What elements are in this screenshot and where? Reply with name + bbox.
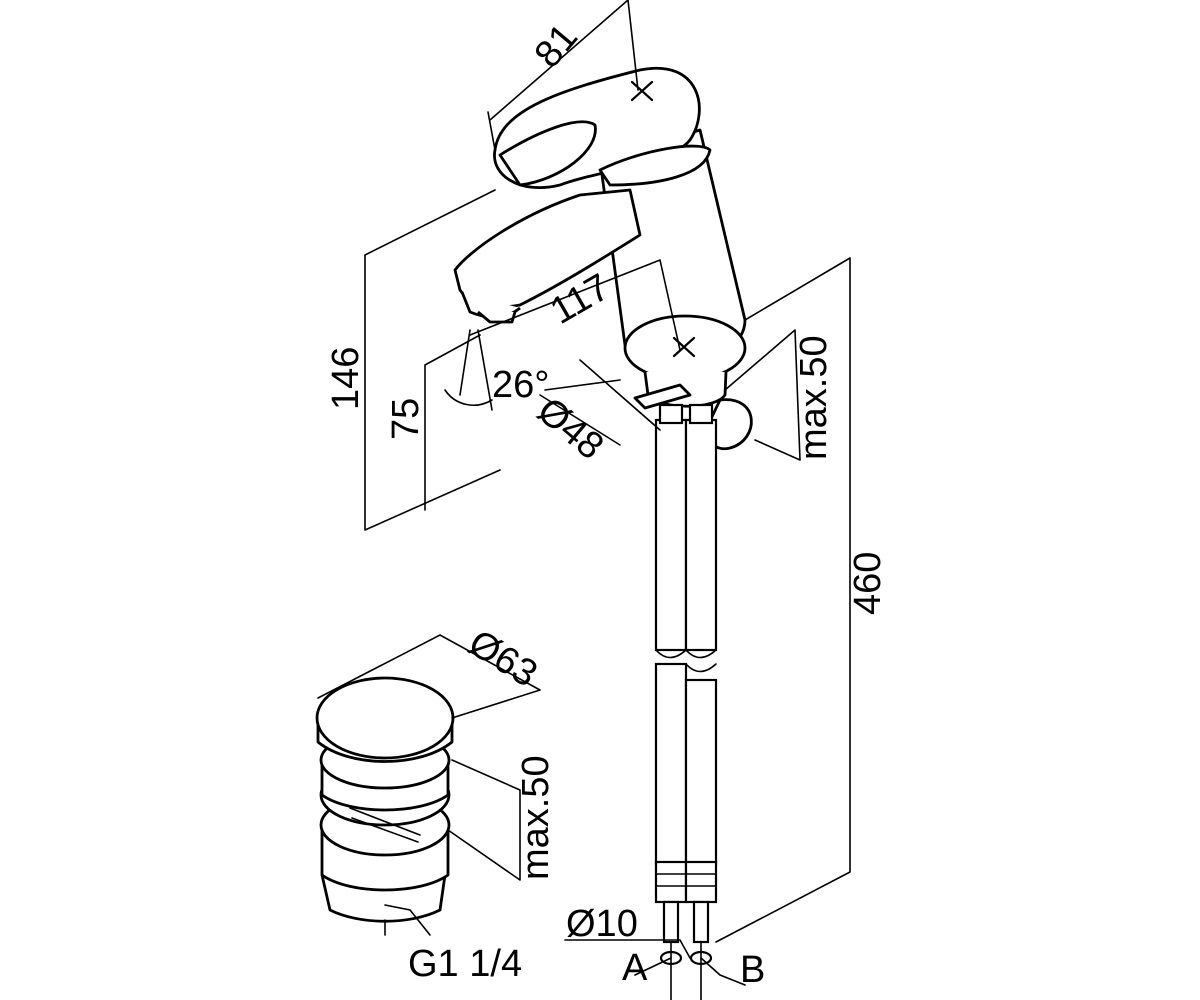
dim-max-thickness-mixer: max.50 [793,335,835,460]
mixer-body [453,66,753,451]
label-port-a: A [622,947,648,989]
dim-drain-diameter: Ø63 [461,622,544,696]
dim-total-height: 146 [325,347,367,410]
axis-mark-top [630,80,654,102]
supply-hoses [654,403,718,1000]
dim-lever-length: 81 [527,16,586,75]
popup-drain [315,676,455,923]
dim-spout-height: 75 [385,398,427,440]
dim-drain-thread: G1 1/4 [408,943,522,985]
dim-angle: 26° [492,364,549,406]
dim-hose-diameter: Ø10 [566,903,638,945]
dimension-lines [317,0,851,986]
dim-hose-length: 460 [847,552,889,615]
label-port-b: B [740,949,765,991]
dim-max-thickness-drain: max.50 [515,755,557,880]
